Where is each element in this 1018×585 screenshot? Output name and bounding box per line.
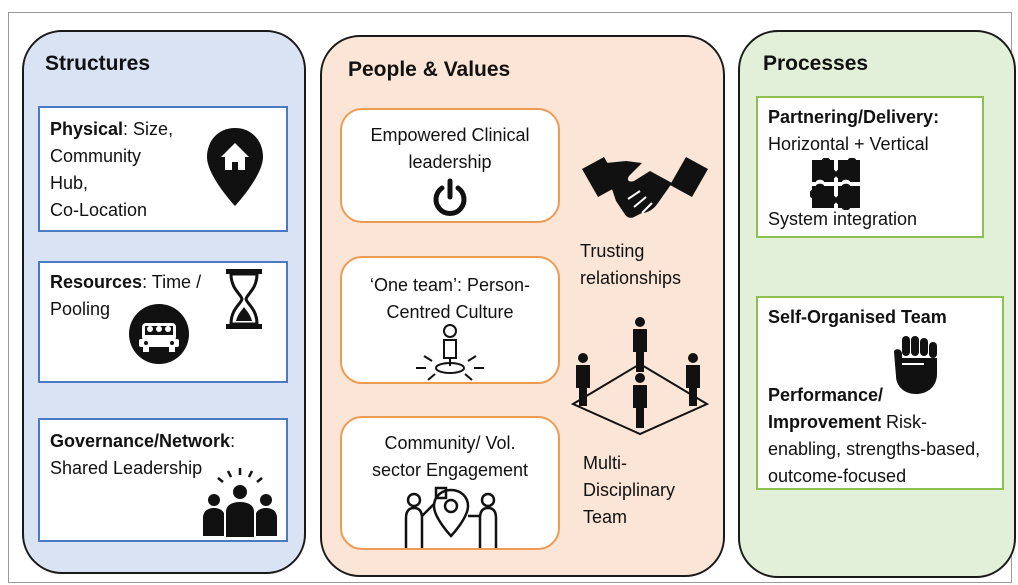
handshake-icon xyxy=(582,157,708,218)
partnering-line-3: System integration xyxy=(768,209,918,229)
puzzle-icon xyxy=(810,158,860,210)
partnering-heading: Partnering/Delivery: xyxy=(768,107,940,127)
resources-line-2: Pooling xyxy=(50,299,111,319)
multidisciplinary-line-3: Team xyxy=(583,507,628,527)
governance-line-1: : xyxy=(230,431,236,451)
governance-line-2: Shared Leadership xyxy=(50,458,203,478)
one-team-line-1: ‘One team’: Person- xyxy=(369,275,531,295)
processes-title: Processes xyxy=(763,52,869,75)
multidisciplinary-text: Multi- Disciplinary Team xyxy=(583,450,675,531)
physical-box: Physical: Size, Community Hub, Co-Locati… xyxy=(38,106,288,232)
multidisciplinary-line-1: Multi- xyxy=(583,453,627,473)
performance-tail: Risk- xyxy=(881,412,928,432)
trusting-line-2: relationships xyxy=(580,268,682,288)
community-engagement-icon xyxy=(404,486,498,548)
physical-line-3: Hub, xyxy=(50,173,89,193)
performance-line-4: outcome-focused xyxy=(768,466,907,486)
partnering-box: Partnering/Delivery: Horizontal + Vertic… xyxy=(756,96,984,238)
one-team-box: ‘One team’: Person- Centred Culture xyxy=(340,256,560,384)
community-line-1: Community/ Vol. xyxy=(384,433,516,453)
trusting-text: Trusting relationships xyxy=(580,238,681,292)
partnering-line-2: Horizontal + Vertical xyxy=(768,134,929,154)
physical-label: Physical xyxy=(50,119,124,139)
performance-line-1: Performance/ xyxy=(768,385,884,405)
multidisciplinary-line-2: Disciplinary xyxy=(583,480,676,500)
crowd-leader-icon xyxy=(203,468,277,538)
community-box: Community/ Vol. sector Engagement xyxy=(340,416,560,550)
structures-title: Structures xyxy=(45,52,151,75)
empowered-box: Empowered Clinical leadership xyxy=(340,108,560,223)
person-centred-icon xyxy=(416,324,484,381)
performance-line-3: enabling, strengths-based, xyxy=(768,439,981,459)
self-organised-box: Self-Organised Team Performance/ Improve… xyxy=(756,296,1004,490)
physical-line-2: Community xyxy=(50,146,142,166)
resources-box: Resources: Time / Pooling xyxy=(38,261,288,383)
governance-label: Governance/Network xyxy=(50,431,231,451)
performance-line-2: Improvement xyxy=(768,412,882,432)
physical-line-1: : Size, xyxy=(123,119,174,139)
resources-line-1: : Time / xyxy=(142,272,202,292)
trusting-line-1: Trusting xyxy=(580,241,645,261)
community-line-2: sector Engagement xyxy=(371,460,529,480)
resources-label: Resources xyxy=(50,272,143,292)
people-values-title: People & Values xyxy=(348,58,511,81)
governance-box: Governance/Network: Shared Leadership xyxy=(38,418,288,542)
empowered-line-1: Empowered Clinical xyxy=(370,125,530,145)
power-icon xyxy=(433,178,467,216)
hourglass-icon xyxy=(226,269,262,329)
self-organised-heading: Self-Organised Team xyxy=(768,307,947,327)
home-location-pin-icon xyxy=(207,128,263,206)
fist-icon xyxy=(894,336,937,394)
one-team-line-2: Centred Culture xyxy=(386,302,514,322)
physical-line-4: Co-Location xyxy=(50,200,148,220)
car-pooling-icon xyxy=(129,304,189,364)
people-network-icon xyxy=(570,317,710,436)
empowered-line-2: leadership xyxy=(408,152,492,172)
